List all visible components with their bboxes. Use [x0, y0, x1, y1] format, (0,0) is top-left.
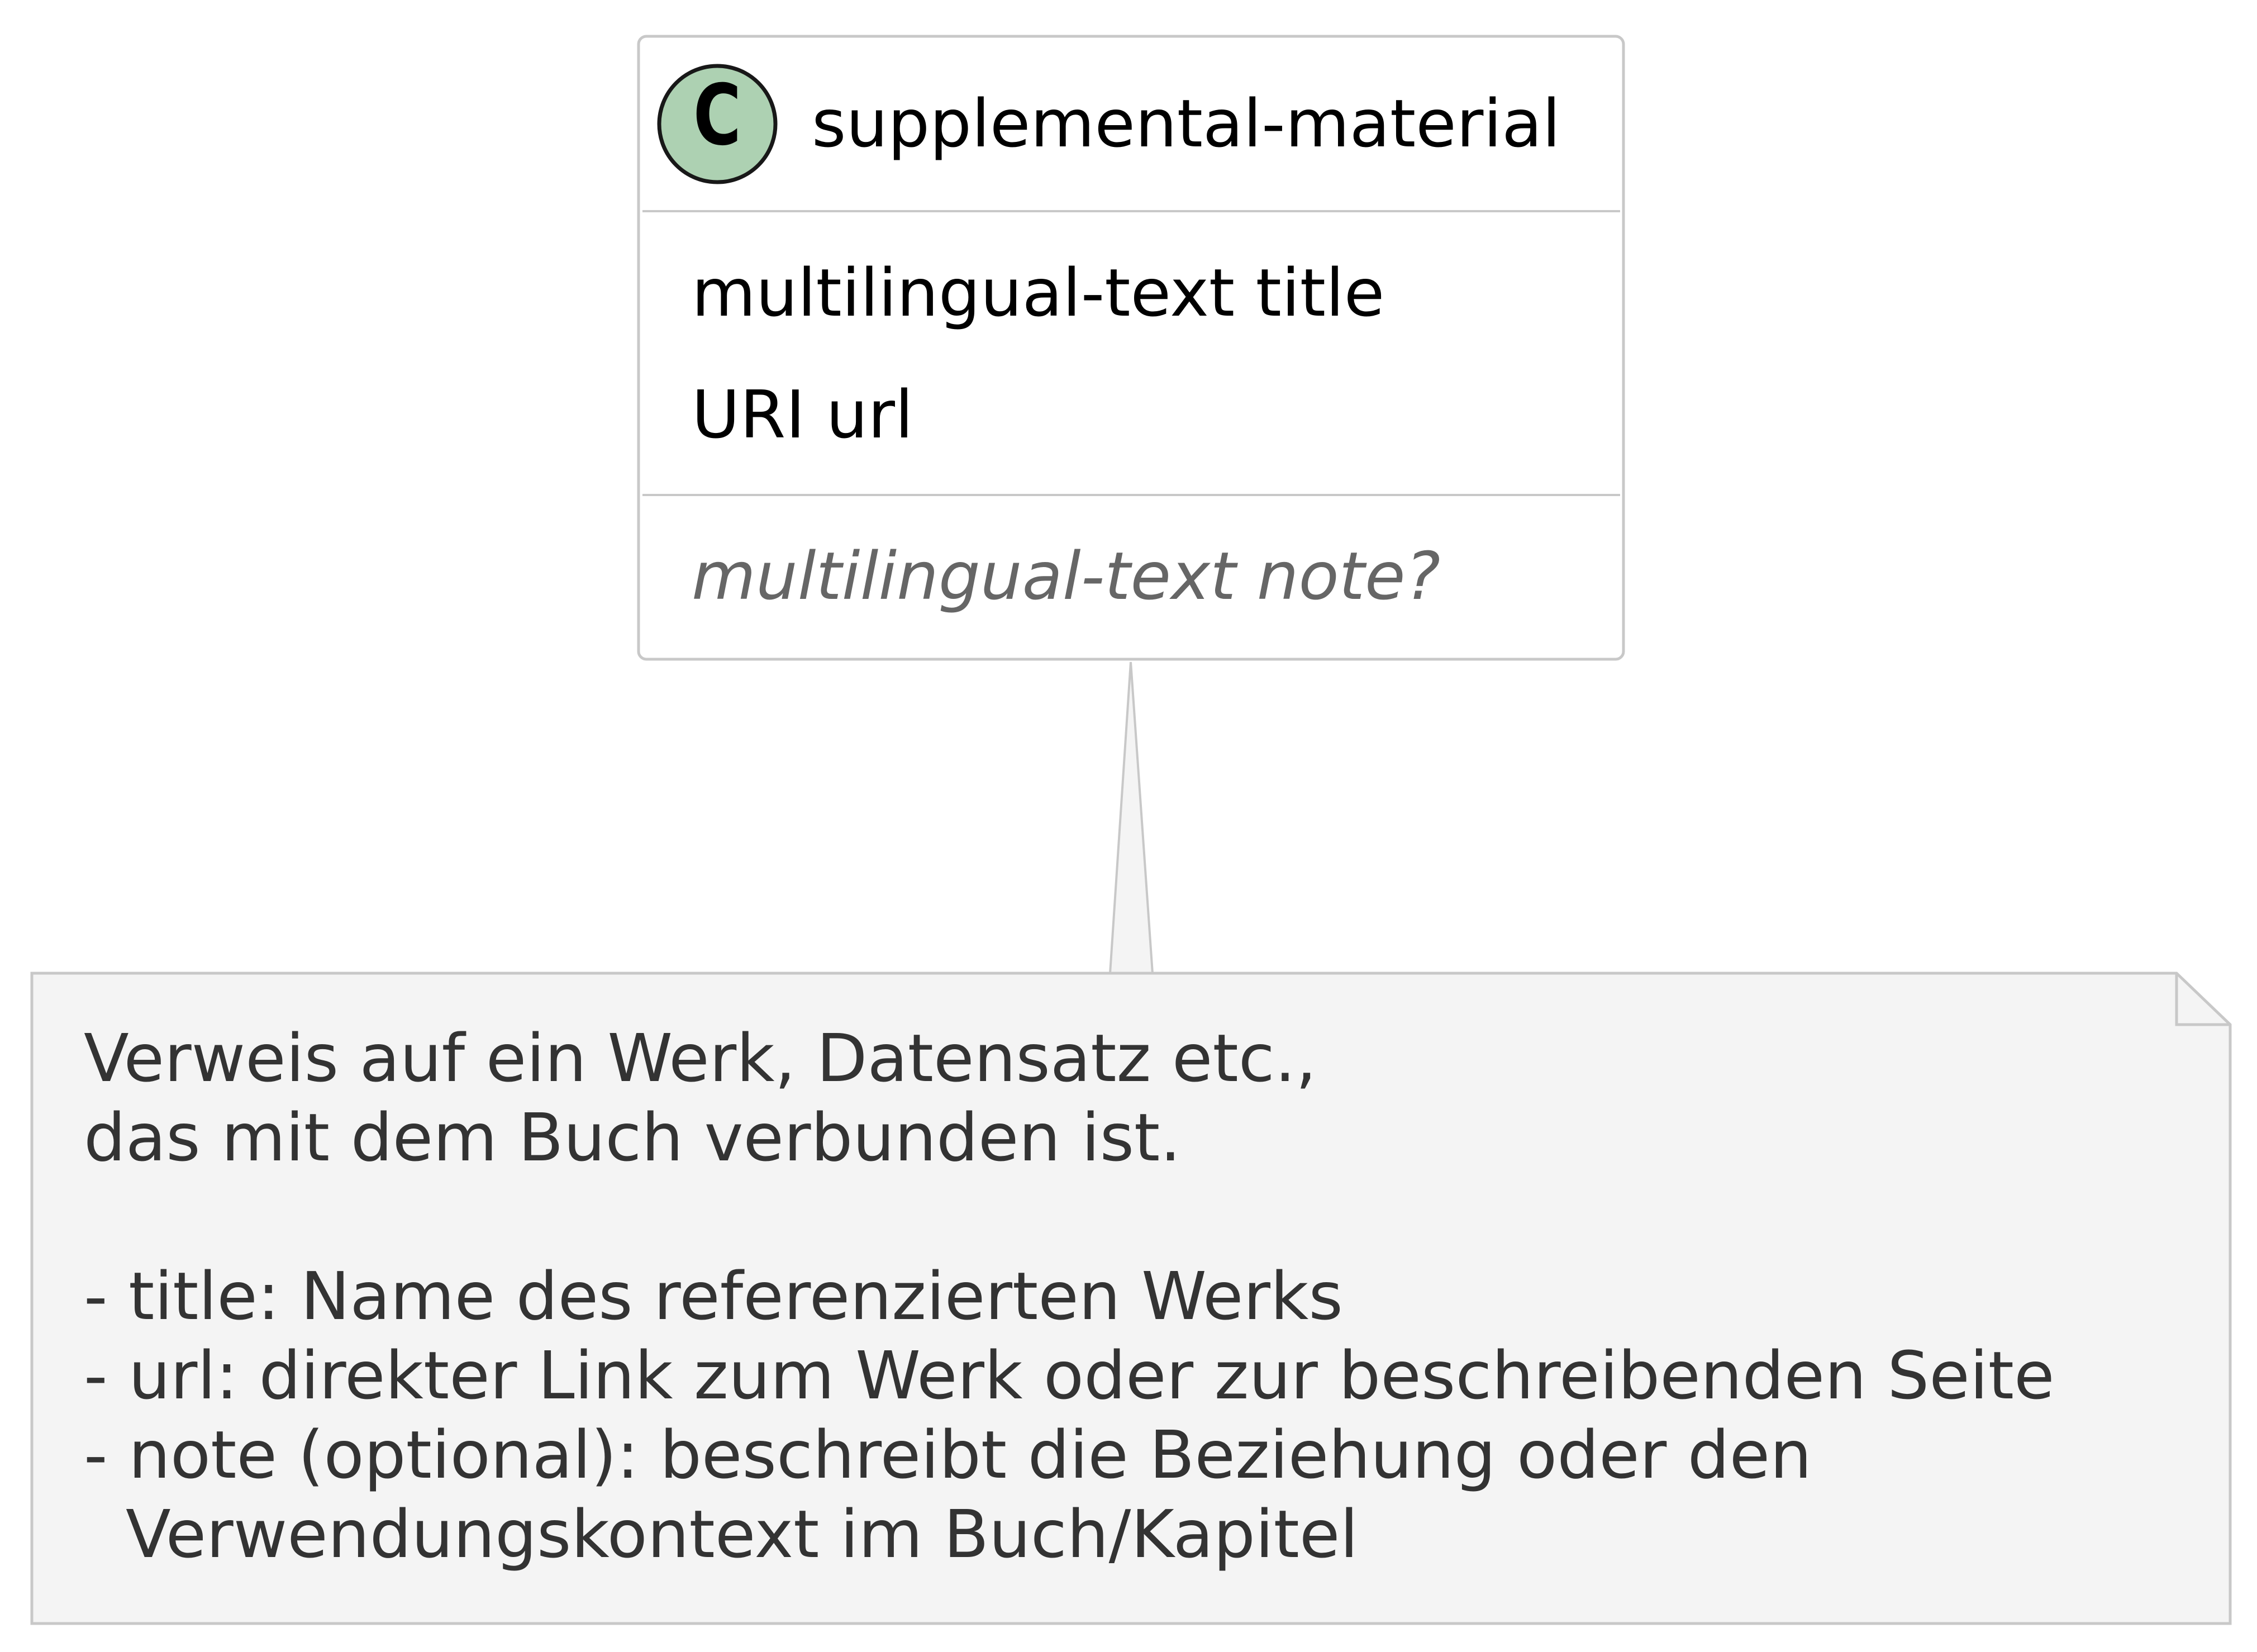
class-field-title: multilingual-text title: [692, 254, 1384, 331]
note-line-2: das mit dem Buch verbunden ist.: [84, 1099, 1181, 1176]
note-line-6: - note (optional): beschreibt die Bezieh…: [84, 1416, 1812, 1493]
note-frame: [30, 972, 2232, 1625]
note-line-7: Verwendungskontext im Buch/Kapitel: [84, 1496, 1358, 1573]
note-line-1: Verweis auf ein Werk, Datensatz etc.,: [84, 1020, 1317, 1097]
note-line-4: - title: Name des referenzierten Werks: [84, 1258, 1343, 1335]
class-field-note: multilingual-text note?: [692, 537, 1440, 615]
class-icon: C: [657, 64, 778, 184]
class-field-url: URI url: [692, 376, 913, 453]
class-box-frame: [637, 35, 1625, 661]
class-icon-letter: C: [693, 66, 741, 164]
note-line-5: - url: direkter Link zum Werk oder zur b…: [84, 1337, 2055, 1414]
class-name: supplemental-material: [812, 85, 1560, 162]
note-box[interactable]: Verweis auf ein Werk, Datensatz etc., da…: [30, 972, 2232, 1625]
class-box[interactable]: C supplemental-material multilingual-tex…: [637, 35, 1625, 661]
note-connector: [1108, 661, 1154, 974]
note-dogear: [2175, 973, 2230, 1026]
